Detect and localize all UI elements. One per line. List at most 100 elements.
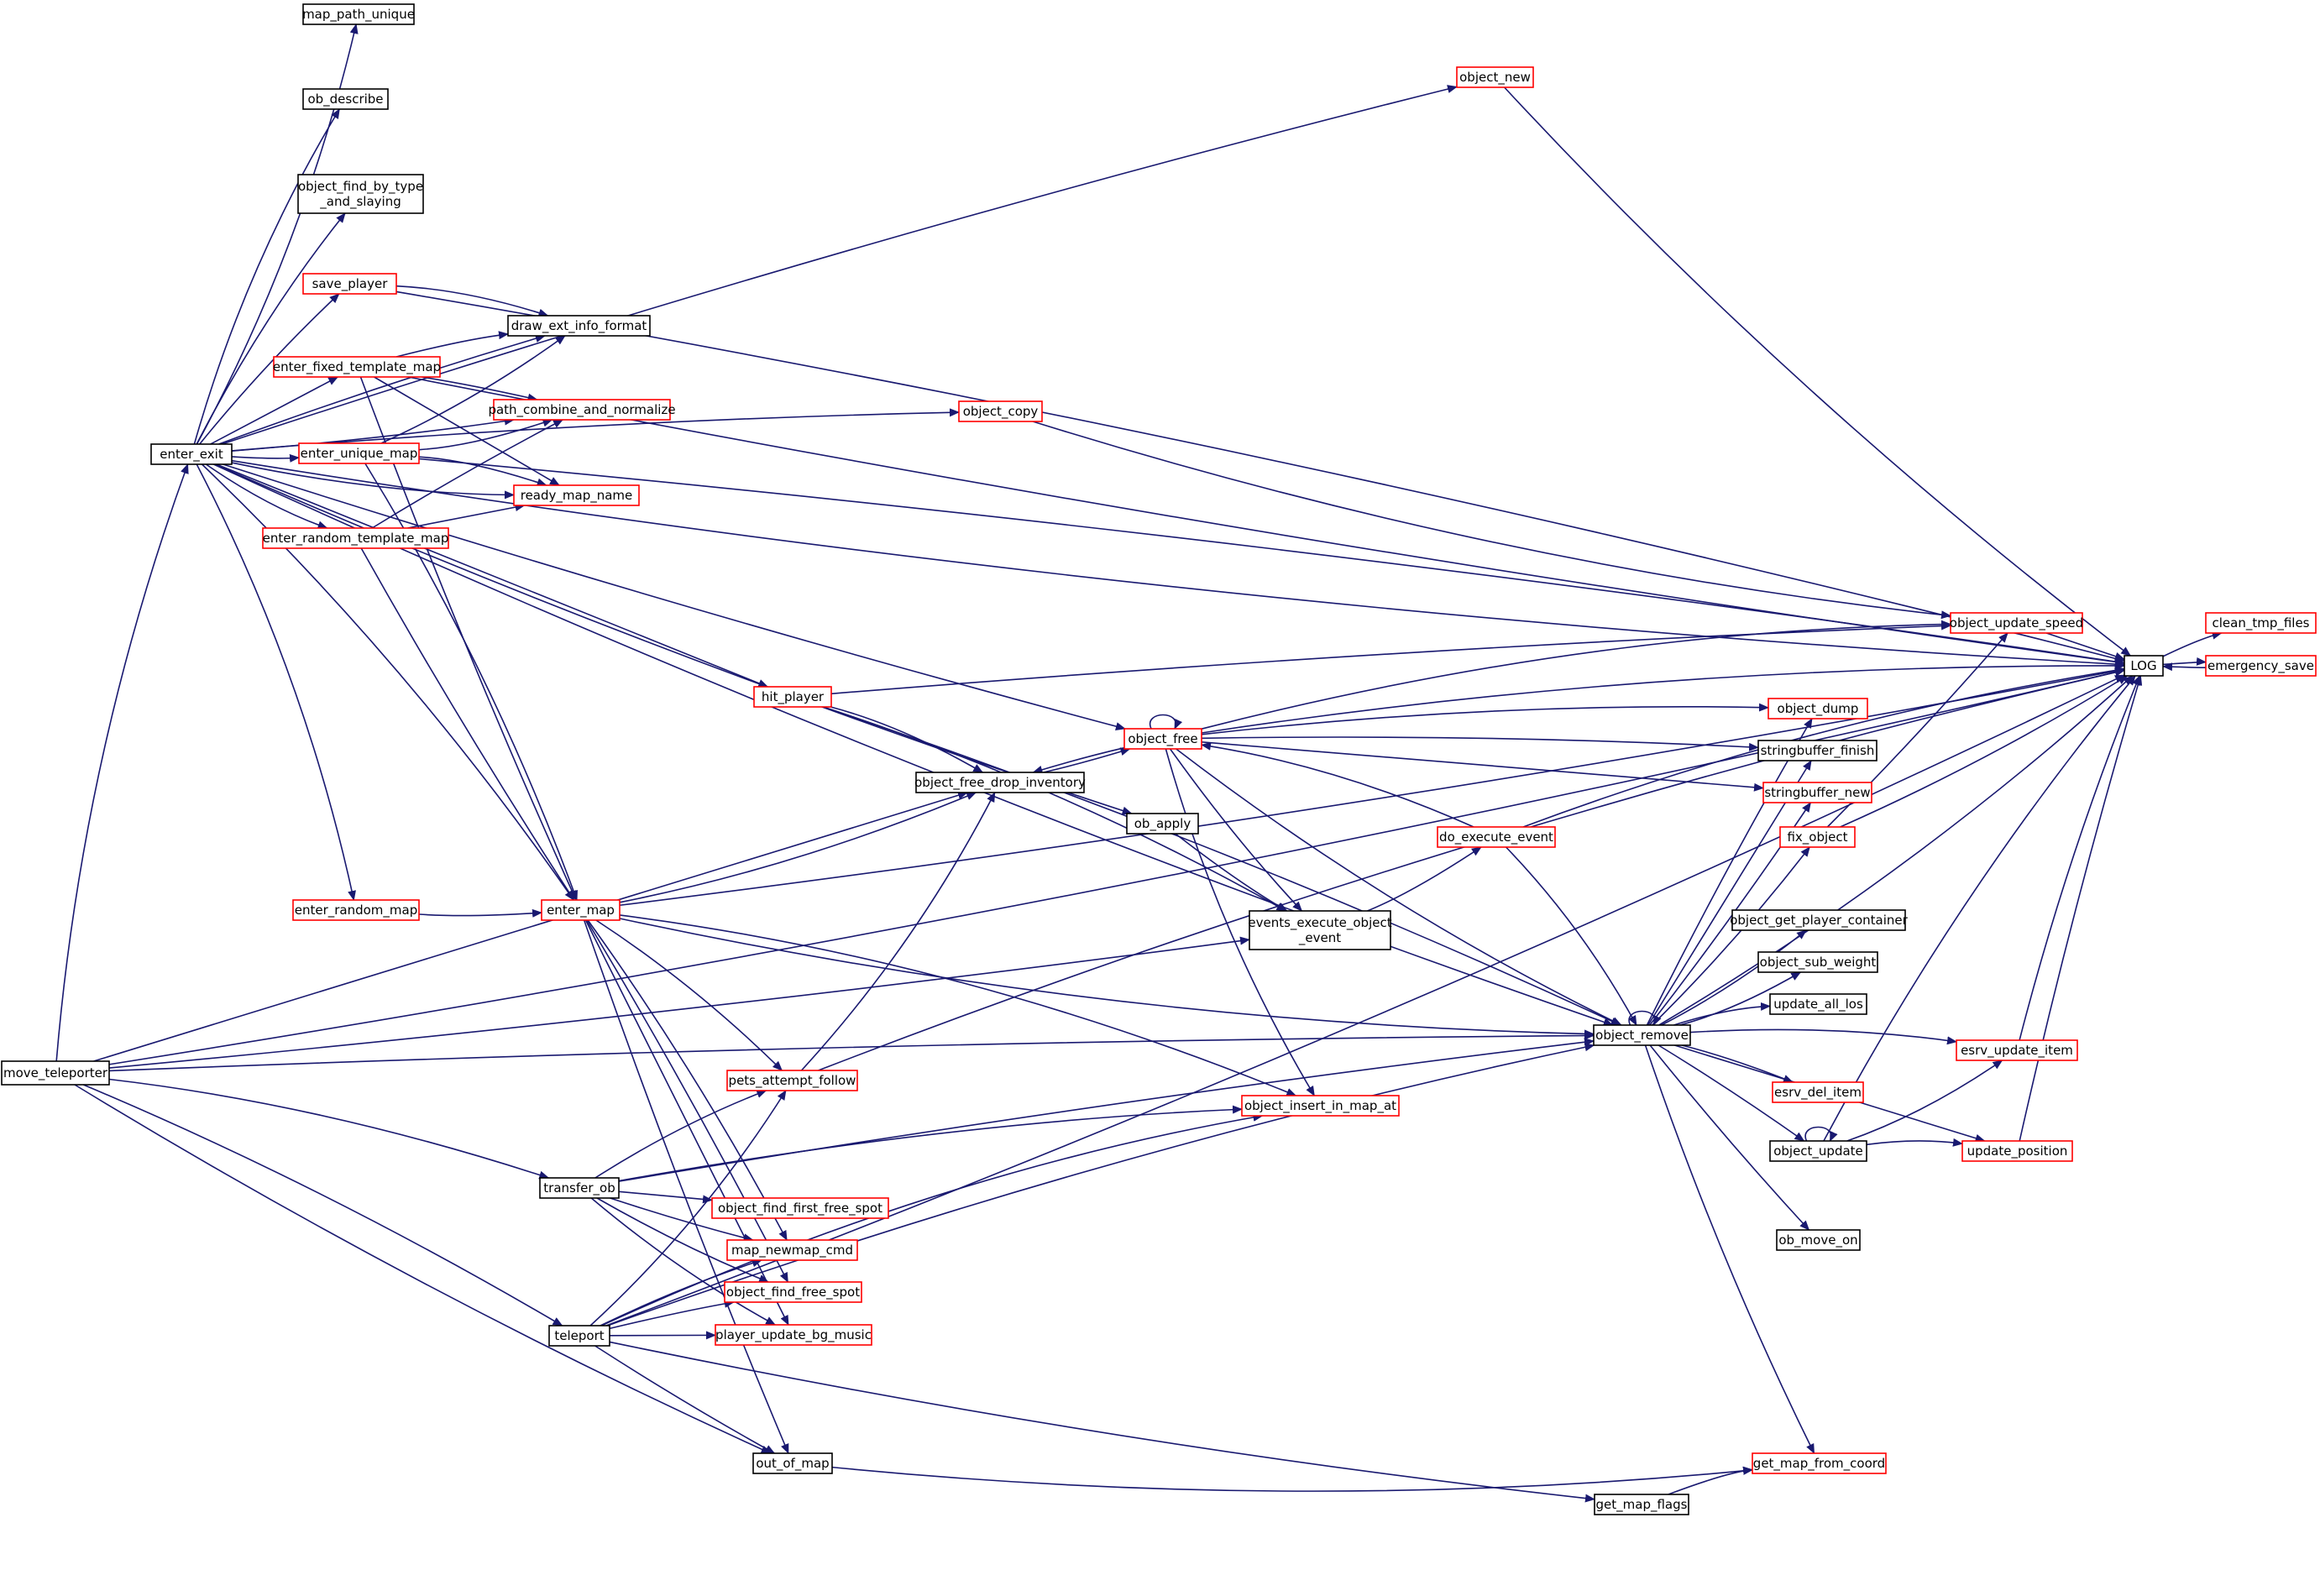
node-draw-ext-info-format[interactable]: draw_ext_info_format xyxy=(507,315,651,337)
node-label: esrv_del_item xyxy=(1774,1085,1862,1101)
node-emergency-save[interactable]: emergency_save xyxy=(2205,655,2317,677)
node-label: object_sub_weight xyxy=(1760,955,1877,971)
node-box xyxy=(1961,1140,2073,1162)
node-label: teleport xyxy=(554,1328,604,1343)
node-label: do_execute_event xyxy=(1439,829,1553,845)
call-edge-hit_player-to-object_update_speed xyxy=(830,621,1951,695)
node-path-combine-and-normalize[interactable]: path_combine_and_normalize xyxy=(488,399,676,421)
node-save-player[interactable]: save_player xyxy=(302,273,397,295)
node-enter-unique-map[interactable]: enter_unique_map xyxy=(298,442,420,464)
call-edge-move_teleporter-to-events_execute_object_event xyxy=(108,936,1250,1069)
node-get-map-from-coord[interactable]: get_map_from_coord xyxy=(1752,1452,1887,1474)
node-object-free-drop-inventory[interactable]: object_free_drop_inventory xyxy=(914,772,1086,793)
call-edge-object_remove-to-get_map_from_coord xyxy=(1644,1044,1815,1454)
node-label: clean_tmp_files xyxy=(2212,615,2309,631)
node-update-all-los[interactable]: update_all_los xyxy=(1769,993,1867,1015)
call-edge-enter_random_template_map-to-enter_map xyxy=(360,547,575,901)
node-box xyxy=(1776,1229,1861,1251)
node-box xyxy=(915,772,1085,793)
node-teleport[interactable]: teleport xyxy=(548,1325,610,1347)
node-ready-map-name[interactable]: ready_map_name xyxy=(513,484,640,506)
call-edge-enter_exit-to-save_player xyxy=(199,293,340,445)
node-object-insert-in-map-at[interactable]: object_insert_in_map_at xyxy=(1241,1095,1400,1117)
call-edge-ob_apply-to-events_execute_object_event xyxy=(1175,833,1288,912)
node-label: enter_map xyxy=(547,903,615,918)
node-label: object_dump xyxy=(1778,701,1859,717)
call-edge-LOG-to-clean_tmp_files xyxy=(2162,631,2223,657)
node-object-update[interactable]: object_update xyxy=(1769,1140,1867,1162)
node-ob-describe[interactable]: ob_describe xyxy=(302,88,389,110)
call-edge-enter_exit-to-object_free xyxy=(223,463,1126,731)
node-object-free[interactable]: object_free xyxy=(1123,728,1202,750)
call-edge-teleport-to-object_find_free_spot xyxy=(609,1299,735,1330)
node-fix-object[interactable]: fix_object xyxy=(1779,826,1856,848)
node-player-update-bg-music[interactable]: player_update_bg_music xyxy=(715,1324,872,1346)
call-edge-enter_exit-to-object_copy xyxy=(231,408,960,452)
node-move-teleporter[interactable]: move_teleporter xyxy=(1,1060,110,1086)
node-box xyxy=(262,527,449,549)
call-edge-teleport-to-object_remove xyxy=(607,1043,1595,1327)
call-edge-object_remove-to-object_sub_weight xyxy=(1679,971,1802,1026)
node-object-new[interactable]: object_new xyxy=(1456,66,1534,88)
node-enter-fixed-template-map[interactable]: enter_fixed_template_map xyxy=(273,356,441,378)
node-object-find-free-spot[interactable]: object_find_free_spot xyxy=(724,1281,862,1303)
node-label: update_position xyxy=(1967,1143,2068,1159)
node-label: save_player xyxy=(312,276,389,292)
call-edge-enter_exit-to-map_path_unique xyxy=(196,24,359,445)
call-edge-pets_attempt_follow-to-object_free_drop_inventory xyxy=(800,792,996,1071)
node-update-position[interactable]: update_position xyxy=(1961,1140,2073,1162)
call-edge-enter_exit-to-object_find_by_type_and_slaying xyxy=(196,212,346,445)
node-map-newmap-cmd[interactable]: map_newmap_cmd xyxy=(726,1239,858,1261)
node-object-sub-weight[interactable]: object_sub_weight xyxy=(1757,951,1878,973)
node-do-execute-event[interactable]: do_execute_event xyxy=(1437,826,1556,848)
node-out-of-map[interactable]: out_of_map xyxy=(752,1452,833,1474)
node-box xyxy=(726,1070,858,1091)
node-esrv-del-item[interactable]: esrv_del_item xyxy=(1772,1081,1864,1103)
node-object-find-by-type-and-slaying[interactable]: object_find_by_type_and_slaying xyxy=(297,174,424,214)
node-enter-random-map[interactable]: enter_random_map xyxy=(292,899,420,921)
node-object-dump[interactable]: object_dump xyxy=(1767,698,1868,720)
call-edge-enter_map-to-object_free_drop_inventory xyxy=(619,792,977,903)
call-edge-teleport-to-get_map_flags xyxy=(609,1341,1595,1503)
call-edge-enter_map-to-player_update_bg_music xyxy=(584,919,789,1326)
node-stringbuffer-finish[interactable]: stringbuffer_finish xyxy=(1757,740,1877,761)
node-label: ob_apply xyxy=(1134,816,1191,832)
node-LOG[interactable]: LOG xyxy=(2124,655,2164,677)
call-edge-save_player-to-LOG xyxy=(395,290,2125,663)
node-get-map-flags[interactable]: get_map_flags xyxy=(1594,1494,1689,1515)
node-ob-apply[interactable]: ob_apply xyxy=(1126,813,1199,835)
node-enter-random-template-map[interactable]: enter_random_template_map xyxy=(262,527,449,549)
node-box xyxy=(1126,813,1199,835)
node-stringbuffer-new[interactable]: stringbuffer_new xyxy=(1762,782,1872,803)
node-label: _event xyxy=(1298,930,1341,946)
call-edge-do_execute_event-to-LOG xyxy=(1522,666,2125,828)
node-label: update_all_los xyxy=(1773,997,1863,1013)
node-object-update-speed[interactable]: object_update_speed xyxy=(1950,612,2083,634)
node-object-find-first-free-spot[interactable]: object_find_first_free_spot xyxy=(711,1197,889,1219)
node-hit-player[interactable]: hit_player xyxy=(753,686,832,708)
call-edge-enter_exit-to-ready_map_name xyxy=(231,462,515,500)
node-enter-map[interactable]: enter_map xyxy=(541,899,621,921)
node-object-remove[interactable]: object_remove xyxy=(1593,1024,1691,1046)
node-clean-tmp-files[interactable]: clean_tmp_files xyxy=(2205,612,2317,634)
node-ob-move-on[interactable]: ob_move_on xyxy=(1776,1229,1861,1251)
node-label: ready_map_name xyxy=(521,488,633,504)
call-edge-object_free-to-LOG xyxy=(1201,661,2125,734)
node-events-execute-object-event[interactable]: events_execute_object_event xyxy=(1248,910,1392,950)
node-transfer-ob[interactable]: transfer_ob xyxy=(539,1177,620,1199)
node-box xyxy=(513,484,640,506)
node-enter-exit[interactable]: enter_exit xyxy=(150,443,233,465)
node-label: stringbuffer_finish xyxy=(1761,743,1875,759)
node-object-get-player-container[interactable]: object_get_player_container xyxy=(1730,909,1909,931)
node-pets-attempt-follow[interactable]: pets_attempt_follow xyxy=(726,1070,858,1091)
node-label: object_find_first_free_spot xyxy=(718,1201,882,1217)
node-map-path-unique[interactable]: map_path_unique xyxy=(302,3,415,25)
node-esrv-update-item[interactable]: esrv_update_item xyxy=(1956,1039,2078,1061)
node-object-copy[interactable]: object_copy xyxy=(958,400,1043,422)
node-label: ob_move_on xyxy=(1778,1232,1857,1248)
call-edge-out_of_map-to-get_map_from_coord xyxy=(831,1466,1753,1492)
node-label: fix_object xyxy=(1787,829,1847,845)
node-box xyxy=(1456,66,1534,88)
call-edge-move_teleporter-to-out_of_map xyxy=(74,1084,772,1454)
call-edge-enter_exit-to-draw_ext_info_format xyxy=(218,334,546,445)
